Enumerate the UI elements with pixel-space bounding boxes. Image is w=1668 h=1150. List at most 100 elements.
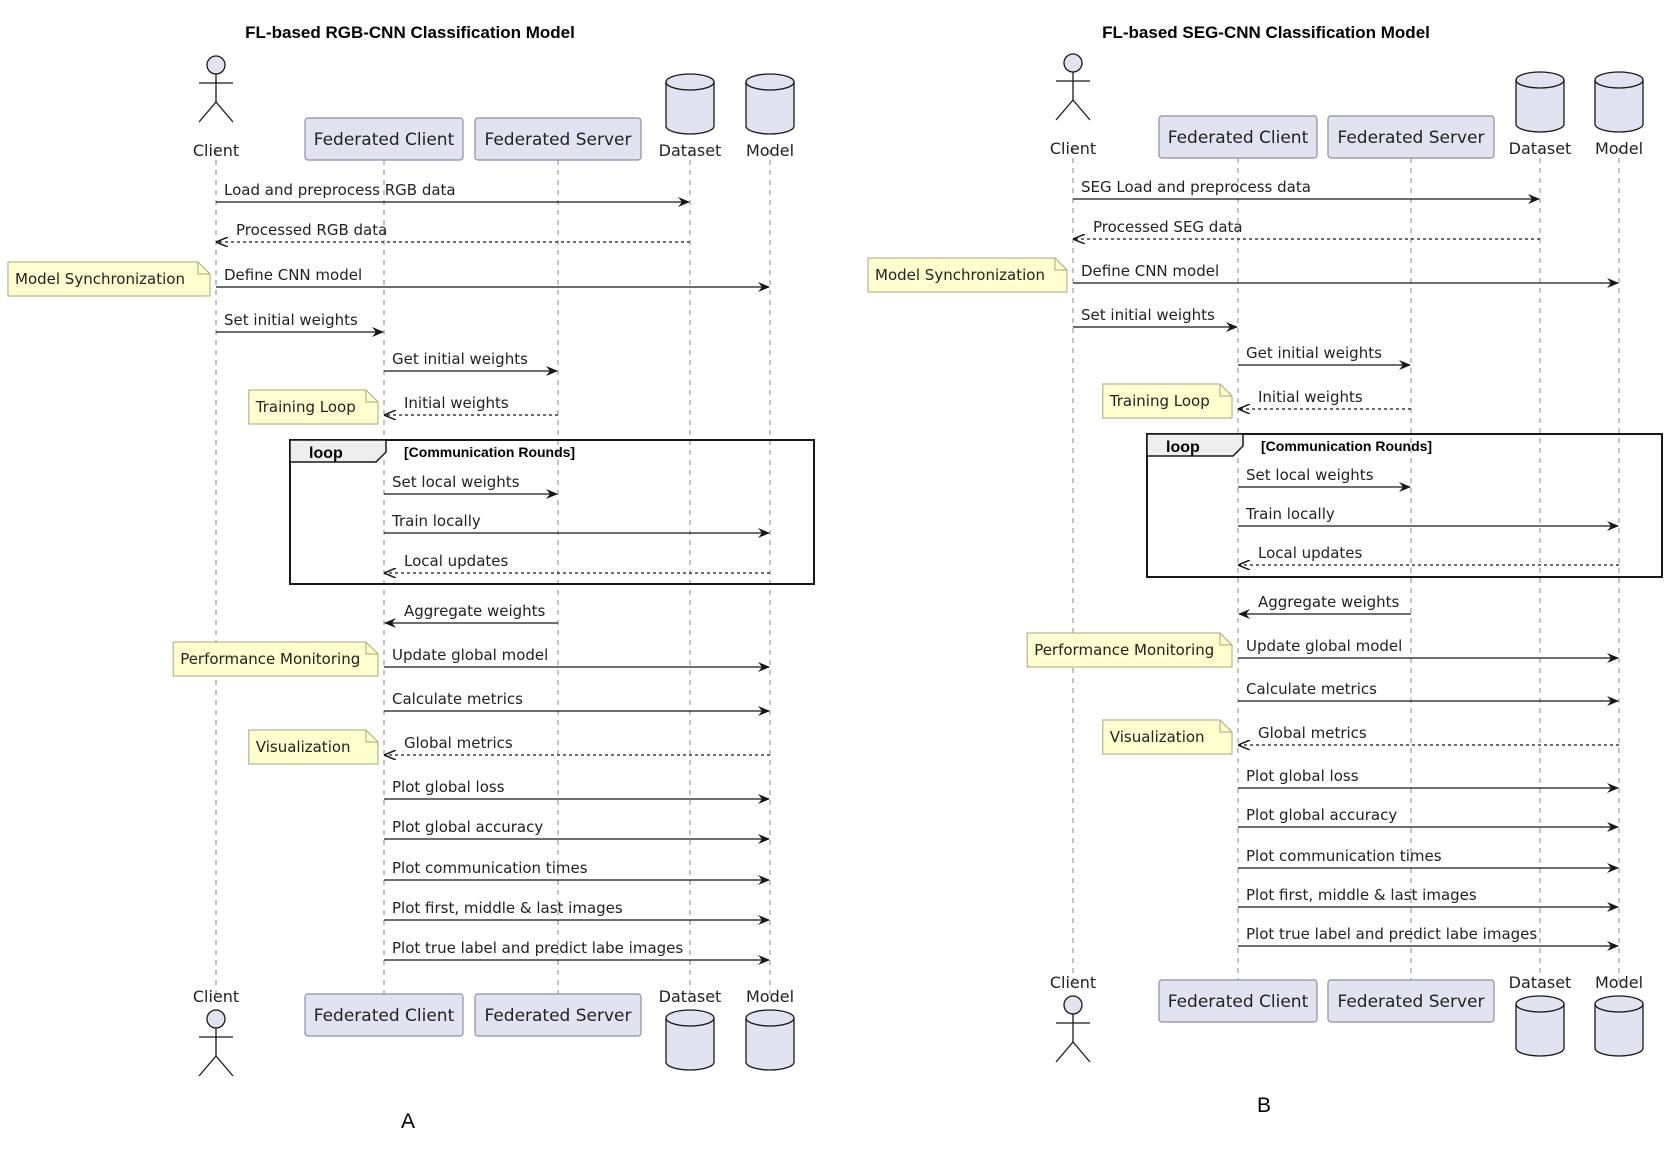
message-16: Plot communication times (384, 859, 770, 885)
message-5: Get initial weights (1238, 344, 1411, 370)
message-label: Local updates (1258, 544, 1362, 562)
message-label: Calculate metrics (1246, 680, 1377, 698)
message-label: Train locally (1245, 505, 1335, 523)
participant-dataset-top-label: Dataset (659, 141, 722, 160)
participant-fserver-top-box-label: Federated Server (1337, 128, 1484, 148)
participant-dataset-bottom-label: Dataset (659, 987, 722, 1006)
message-8: Train locally (1238, 505, 1619, 531)
message-label: Plot global loss (1246, 767, 1359, 785)
participant-fclient-top-box: Federated Client (1158, 115, 1318, 159)
message-label: Load and preprocess RGB data (224, 181, 456, 199)
note-2: Training Loop (248, 389, 379, 425)
message-label: Plot global accuracy (392, 818, 543, 836)
note-3: Performance Monitoring (172, 641, 379, 677)
message-17: Plot first, middle & last images (1238, 886, 1619, 912)
note-1-label: Model Synchronization (875, 266, 1045, 284)
message-11: Update global model (1238, 637, 1619, 663)
message-label: Set local weights (392, 473, 520, 491)
message-label: Global metrics (404, 734, 513, 752)
participant-fserver-bottom-box: Federated Server (474, 993, 642, 1037)
note-4-label: Visualization (1110, 728, 1205, 746)
sequence-diagram-a: FL-based RGB-CNN Classification ModelACl… (7, 23, 815, 1133)
message-10: Aggregate weights (1238, 593, 1411, 619)
note-3-label: Performance Monitoring (1034, 641, 1214, 659)
loop-keyword: loop (309, 445, 343, 462)
message-label: Train locally (391, 512, 481, 530)
message-label: Plot communication times (392, 859, 588, 877)
sequence-diagram-b: FL-based SEG-CNN Classification ModelBCl… (867, 23, 1663, 1117)
participant-client-bottom-label: Client (193, 987, 239, 1006)
message-6: Initial weights (1239, 388, 1411, 409)
message-15: Plot global accuracy (384, 818, 770, 844)
message-11: Update global model (384, 646, 770, 672)
message-5: Get initial weights (384, 350, 558, 376)
message-label: Define CNN model (224, 266, 362, 284)
note-1-label: Model Synchronization (15, 270, 185, 288)
message-label: Global metrics (1258, 724, 1367, 742)
participant-fserver-top-box: Federated Server (474, 117, 642, 161)
participant-fserver-top-box: Federated Server (1327, 115, 1495, 159)
message-label: Update global model (1246, 637, 1402, 655)
message-label: Get initial weights (1246, 344, 1382, 362)
message-label: Aggregate weights (1258, 593, 1400, 611)
participant-client-bottom-label: Client (1050, 973, 1096, 992)
participant-fclient-bottom-box: Federated Client (1158, 979, 1318, 1023)
message-2: Processed RGB data (217, 221, 690, 242)
message-9: Local updates (1239, 544, 1619, 565)
message-4: Set initial weights (1073, 306, 1238, 332)
diagram-title: FL-based RGB-CNN Classification Model (245, 23, 575, 42)
message-label: Plot true label and predict labe images (392, 939, 683, 957)
participant-model-bottom-label: Model (1595, 973, 1643, 992)
participant-client-top-actor-icon (1055, 53, 1091, 121)
message-13: Global metrics (1239, 724, 1619, 745)
note-4: Visualization (1102, 719, 1233, 755)
message-17: Plot first, middle & last images (384, 899, 770, 925)
note-3-label: Performance Monitoring (180, 650, 360, 668)
message-14: Plot global loss (384, 778, 770, 804)
participant-fclient-top-box: Federated Client (304, 117, 464, 161)
participant-model-bottom-label: Model (746, 987, 794, 1006)
participant-dataset-bottom-database-icon (665, 1009, 715, 1071)
participant-model-top-database-icon (745, 73, 795, 135)
message-label: Plot first, middle & last images (392, 899, 623, 917)
message-label: Get initial weights (392, 350, 528, 368)
diagram-caption: B (1257, 1094, 1271, 1117)
message-9: Local updates (385, 552, 770, 573)
message-6: Initial weights (385, 394, 558, 415)
message-18: Plot true label and predict labe images (1238, 925, 1619, 951)
loop-condition: [Communication Rounds] (404, 444, 575, 460)
message-12: Calculate metrics (384, 690, 770, 716)
participant-client-top-actor-icon (198, 55, 234, 123)
message-label: Plot first, middle & last images (1246, 886, 1477, 904)
message-14: Plot global loss (1238, 767, 1619, 793)
participant-model-top-label: Model (1595, 139, 1643, 158)
message-13: Global metrics (385, 734, 770, 755)
message-12: Calculate metrics (1238, 680, 1619, 706)
message-label: SEG Load and preprocess data (1081, 178, 1311, 196)
message-label: Aggregate weights (404, 602, 546, 620)
message-label: Initial weights (404, 394, 509, 412)
loop-condition: [Communication Rounds] (1261, 438, 1432, 454)
message-7: Set local weights (1238, 466, 1411, 492)
message-label: Plot true label and predict labe images (1246, 925, 1537, 943)
message-label: Local updates (404, 552, 508, 570)
note-4: Visualization (248, 729, 379, 765)
message-label: Set initial weights (224, 311, 358, 329)
message-16: Plot communication times (1238, 847, 1619, 873)
message-3: Define CNN model (1073, 262, 1619, 288)
participant-dataset-bottom-label: Dataset (1509, 973, 1572, 992)
note-2: Training Loop (1102, 383, 1233, 419)
participant-model-bottom-database-icon (1594, 995, 1644, 1057)
participant-fserver-top-box-label: Federated Server (484, 130, 631, 150)
note-4-label: Visualization (256, 738, 351, 756)
message-1: Load and preprocess RGB data (216, 181, 690, 207)
message-label: Plot global loss (392, 778, 505, 796)
message-8: Train locally (384, 512, 770, 538)
message-18: Plot true label and predict labe images (384, 939, 770, 965)
participant-fserver-bottom-box-label: Federated Server (1337, 992, 1484, 1012)
message-2: Processed SEG data (1074, 218, 1540, 239)
message-1: SEG Load and preprocess data (1073, 178, 1540, 204)
message-7: Set local weights (384, 473, 558, 499)
participant-fclient-top-box-label: Federated Client (1168, 128, 1309, 148)
